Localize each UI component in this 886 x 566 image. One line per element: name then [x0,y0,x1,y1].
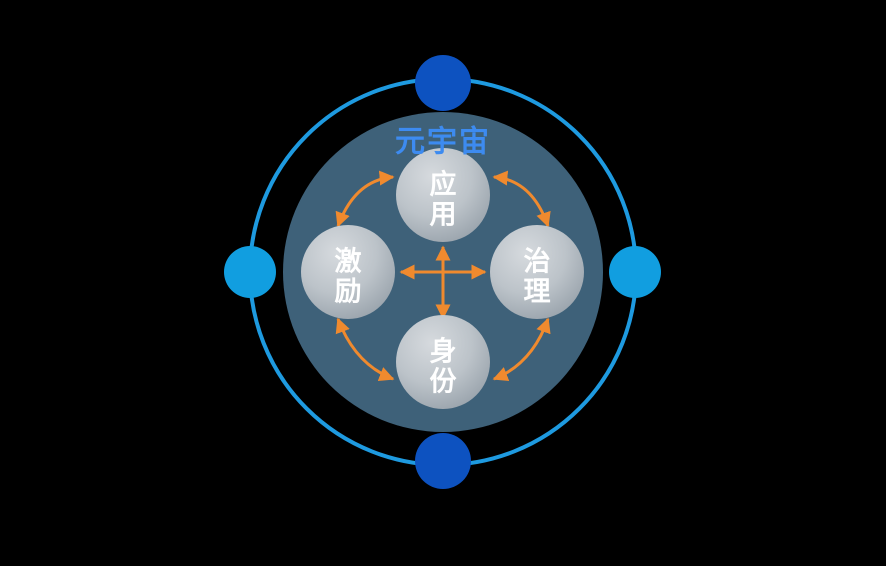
pillar-label-governance-line2: 理 [524,277,551,308]
pillar-group: 应 用 治 理 身 份 激 励 [301,148,584,409]
connector-identity-incentive [335,317,395,382]
connector-governance-identity [492,317,551,382]
pillar-node-identity[interactable]: 身 份 [396,315,490,409]
connector-incentive-application [335,170,395,228]
pillar-label-governance-line1: 治 [524,247,551,278]
orbit-node-bottom[interactable] [415,433,471,489]
pillar-disc-incentive [301,225,395,319]
diagram-title: 元宇宙 [395,125,491,160]
pillar-disc-identity [396,315,490,409]
orbit-node-right[interactable] [609,246,661,298]
pillar-disc-governance [490,225,584,319]
pillar-node-governance[interactable]: 治 理 [490,225,584,319]
pillar-label-incentive-line1: 激 [335,246,362,278]
pillar-label-application-line1: 应 [430,169,457,201]
connector-group [335,170,551,382]
orbit-node-left[interactable] [224,246,276,298]
pillar-label-identity-line1: 身 [430,336,457,368]
orbit-node-top[interactable] [415,55,471,111]
pillar-label-application-line2: 用 [430,200,457,231]
connector-application-governance [492,170,551,228]
pillar-node-incentive[interactable]: 激 励 [301,225,395,319]
pillar-label-incentive-line2: 励 [335,277,362,308]
pillar-disc-application [396,148,490,242]
pillar-label-identity-line2: 份 [430,367,457,398]
pillar-node-application[interactable]: 应 用 [396,148,490,242]
